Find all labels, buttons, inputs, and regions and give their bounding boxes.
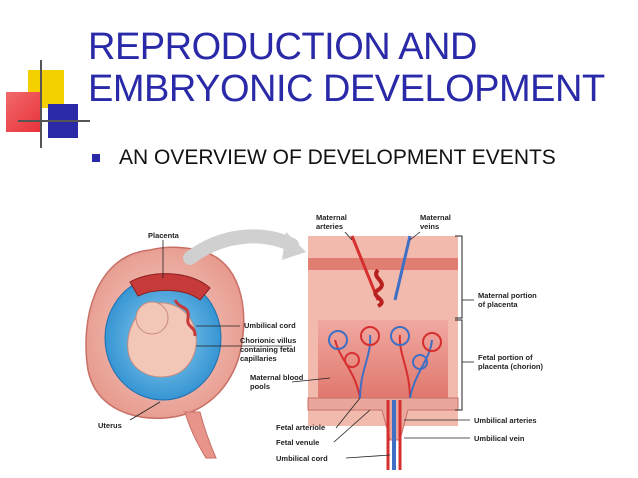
- label-placenta: Placenta: [148, 231, 180, 240]
- label-umbilical-cord: Umbilical cord: [244, 321, 296, 330]
- maternal-portion-bracket: [455, 235, 463, 319]
- chorionic-villi: [328, 326, 442, 399]
- label-maternal-arteries-2: arteries: [316, 222, 343, 231]
- slide-title: REPRODUCTION AND EMBRYONIC DEVELOPMENT: [88, 26, 628, 110]
- label-maternal-arteries-1: Maternal: [316, 213, 347, 222]
- label-fetal-portion-1: Fetal portion of: [478, 353, 533, 362]
- label-chorionic-villus-2: containing fetal: [240, 345, 295, 354]
- zoom-arrow-head: [282, 232, 306, 260]
- label-chorionic-villus-3: capillaries: [240, 354, 277, 363]
- label-maternal-veins-1: Maternal: [420, 213, 451, 222]
- umbilical-cord-coil: [173, 299, 197, 337]
- bullet-text: AN OVERVIEW OF DEVELOPMENT EVENTS: [119, 146, 556, 169]
- leader-lines: [129, 231, 474, 459]
- spiral-artery: [373, 268, 384, 308]
- label-maternal-pools-1: Maternal blood: [250, 373, 304, 382]
- label-umbilical-arteries: Umbilical arteries: [474, 416, 537, 425]
- label-maternal-portion-1: Maternal portion: [478, 291, 537, 300]
- label-maternal-veins-2: veins: [420, 222, 439, 231]
- maternal-vein: [393, 235, 412, 301]
- label-maternal-portion-2: of placenta: [478, 300, 518, 309]
- title-line-1: REPRODUCTION AND: [88, 26, 477, 68]
- uterus-illustration: [85, 246, 245, 459]
- placenta-cross-section: [307, 235, 463, 470]
- zoom-arrow: [183, 229, 299, 265]
- fetus-head: [135, 301, 169, 335]
- cervix: [184, 411, 217, 459]
- label-fetal-arteriole: Fetal arteriole: [276, 423, 325, 432]
- fetal-portion-bracket: [455, 319, 463, 411]
- label-maternal-pools-2: pools: [250, 382, 270, 391]
- label-fetal-portion-2: placenta (chorion): [478, 362, 544, 371]
- label-chorionic-villus-1: Chorionic villus: [240, 336, 296, 345]
- maternal-surface-band: [308, 258, 458, 270]
- label-umbilical-vein: Umbilical vein: [474, 434, 525, 443]
- deco-horizontal-line: [18, 120, 90, 122]
- placenta-disk: [129, 273, 211, 301]
- bullet-square-icon: [92, 154, 100, 162]
- deco-vertical-line: [40, 60, 42, 148]
- bullet-item: AN OVERVIEW OF DEVELOPMENT EVENTS: [92, 146, 556, 170]
- maternal-artery: [350, 235, 380, 301]
- title-line-2: EMBRYONIC DEVELOPMENT: [88, 68, 605, 110]
- label-fetal-venule: Fetal venule: [276, 438, 319, 447]
- deco-red-square: [6, 92, 42, 132]
- label-umbilical-cord-bottom: Umbilical cord: [276, 454, 328, 463]
- label-uterus: Uterus: [98, 421, 122, 430]
